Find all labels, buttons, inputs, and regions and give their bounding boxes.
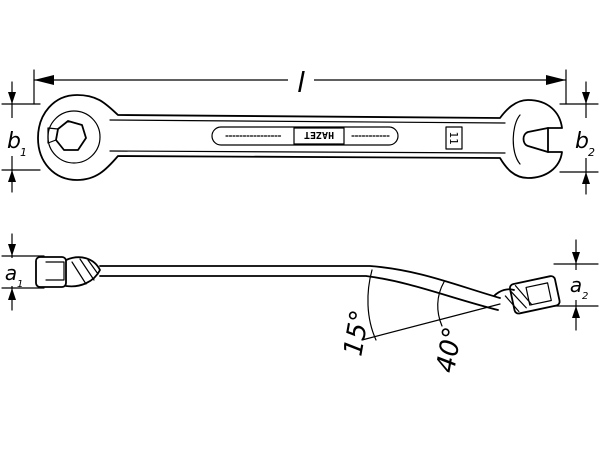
shank-bottom-edge: [99, 275, 499, 311]
a1-arrow-top: [8, 244, 16, 256]
length-label: l: [297, 66, 305, 99]
brand-box: [293, 127, 345, 145]
b1-dimension: b 1: [1, 81, 41, 193]
a2-arrow-top: [572, 252, 580, 264]
b1-arrow-bottom: [8, 170, 16, 182]
left-hex-opening: [55, 120, 87, 151]
right-jaw-curve: [512, 114, 521, 165]
a1-arrow-bottom: [8, 288, 16, 300]
wrench-outline: [37, 94, 563, 181]
b2-dimension: b 2: [559, 81, 599, 195]
left-head-inner: [45, 261, 65, 281]
size-box: [445, 126, 463, 150]
angle-arc-15: [367, 269, 377, 341]
length-arrow-right: [546, 75, 566, 85]
b1-label-sub: 1: [20, 146, 27, 159]
b2-label-main: b: [575, 129, 589, 154]
b1-arrow-top: [8, 92, 16, 104]
angle-reference-line: [361, 303, 501, 341]
a2-label-bg: [566, 270, 588, 300]
a1-label-main: a: [5, 261, 17, 285]
a1-dimension: a 1: [0, 233, 45, 311]
brand-text: HAZET: [304, 129, 334, 140]
b2-label-sub: 2: [588, 146, 595, 159]
wrench-top-view: l HAZET 11: [33, 63, 567, 181]
wrench-inner-edge: [109, 119, 506, 154]
a2-label-sub: 2: [582, 291, 588, 302]
angle-label-40: 40°: [431, 325, 469, 376]
brand-strip: [211, 126, 399, 146]
a2-arrow-bottom: [572, 306, 580, 318]
right-head-group: [504, 275, 561, 315]
size-text: 11: [447, 131, 460, 144]
left-head-collar: [65, 256, 101, 288]
right-head-slot: [525, 282, 552, 306]
angle-label-15: 15°: [338, 308, 376, 359]
length-arrow-left: [34, 75, 54, 85]
left-head-hatch: [71, 258, 99, 285]
a1-label-sub: 1: [17, 279, 23, 290]
angle-arc-40: [437, 281, 445, 327]
b1-label-main: b: [7, 129, 21, 154]
b2-arrow-bottom: [582, 172, 590, 184]
a1-label-bg: [0, 258, 22, 286]
right-neck: [493, 288, 515, 297]
b2-label-bg: [574, 118, 598, 158]
a2-label-main: a: [570, 273, 582, 297]
right-jaw-slot: [522, 127, 549, 153]
a2-dimension: a 2: [553, 239, 599, 331]
b2-arrow-top: [582, 92, 590, 104]
right-head-hatch: [504, 285, 533, 313]
shank-top-edge: [99, 265, 501, 299]
angle-construction: 15° 40°: [338, 269, 501, 376]
wrench-side-view: [35, 256, 561, 315]
left-gap: [47, 127, 59, 144]
b1-label-bg: [2, 118, 24, 156]
length-label-bg: [288, 63, 314, 95]
